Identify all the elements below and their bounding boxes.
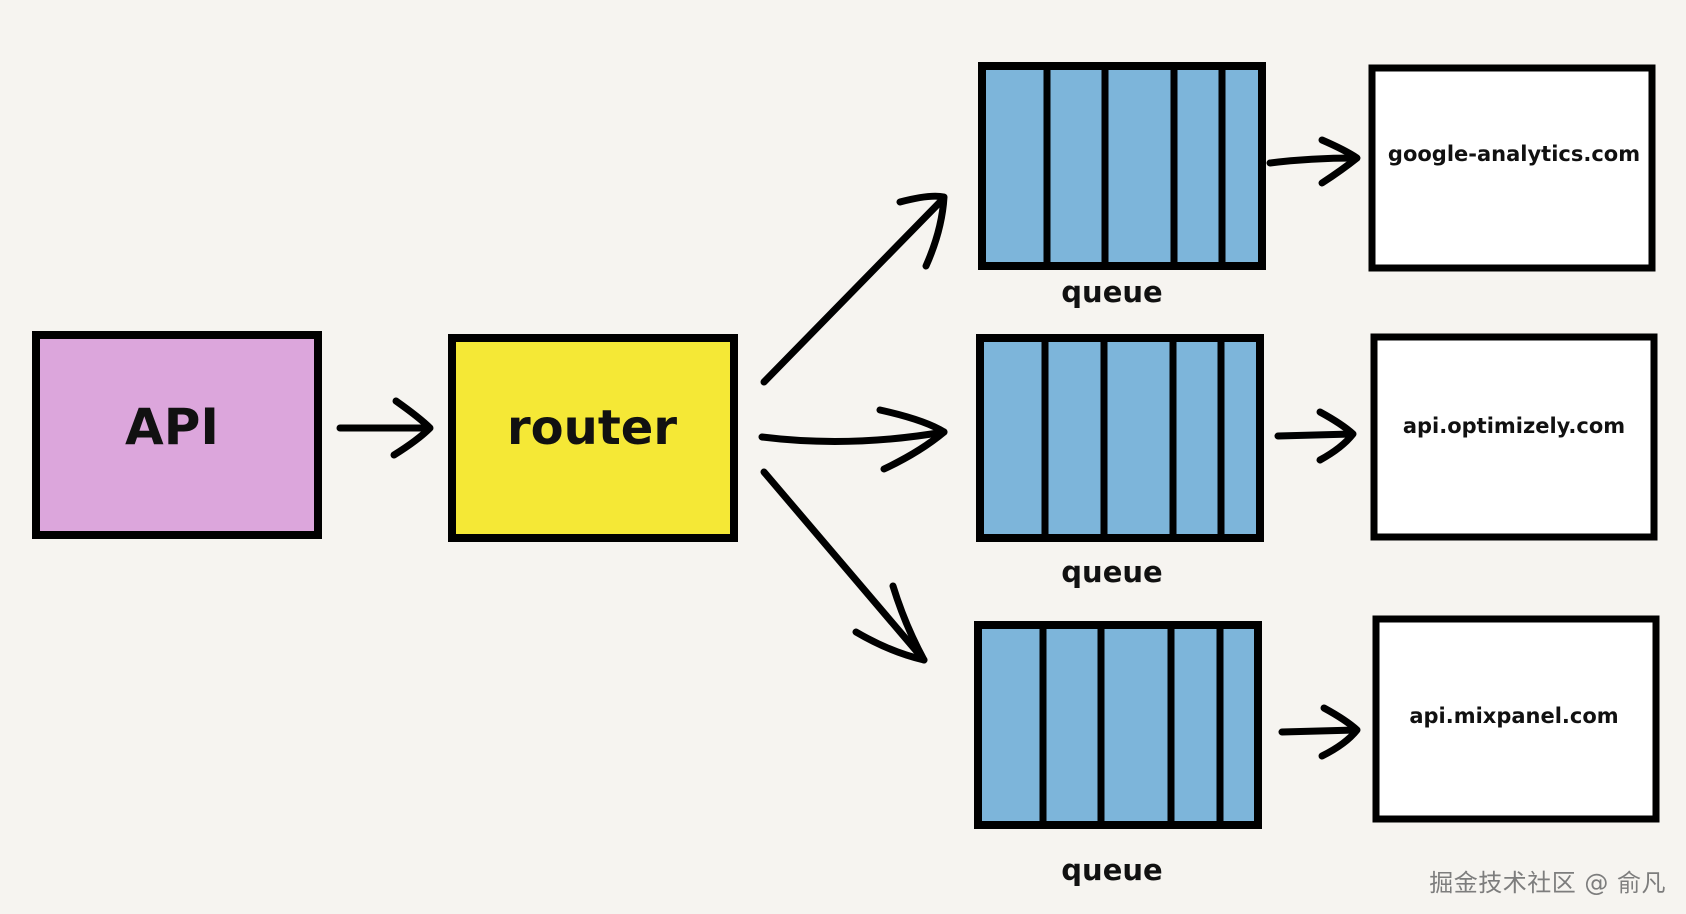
queue-1-label: queue	[1061, 275, 1162, 309]
queue-1-box	[978, 62, 1266, 270]
queue-3-label: queue	[1061, 853, 1162, 887]
router-label: router	[507, 400, 677, 456]
arrow-router-to-queue-1	[760, 192, 948, 386]
service-3-box	[1372, 615, 1660, 823]
api-box	[32, 331, 322, 539]
router-node: router	[448, 334, 738, 542]
service-2-label: api.optimizely.com	[1403, 414, 1625, 438]
arrow-router-to-queue-3	[760, 468, 928, 664]
queue-3-box	[974, 621, 1262, 829]
arrow-queue-1-to-service-1	[1266, 136, 1361, 187]
service-1: google-analytics.com	[1368, 64, 1656, 272]
service-3: api.mixpanel.com	[1372, 615, 1660, 823]
service-2: api.optimizely.com	[1370, 333, 1658, 541]
api-node: API	[32, 331, 322, 539]
router-box	[448, 334, 738, 542]
queue-2-label: queue	[1061, 555, 1162, 589]
service-1-label: google-analytics.com	[1388, 142, 1640, 166]
queue-3: queue	[974, 621, 1262, 887]
queue-2: queue	[976, 334, 1264, 589]
watermark: 掘金技术社区 @ 俞凡	[1429, 869, 1666, 897]
arrow-queue-2-to-service-2	[1274, 408, 1357, 464]
queue-1: queue	[978, 62, 1266, 309]
arrow-router-to-queue-2	[758, 406, 948, 473]
api-label: API	[125, 398, 219, 456]
service-2-box	[1370, 333, 1658, 541]
service-3-label: api.mixpanel.com	[1409, 704, 1618, 728]
arrow-queue-3-to-service-3	[1278, 704, 1361, 760]
queue-2-box	[976, 334, 1264, 542]
arrow-api-to-router	[336, 397, 434, 459]
service-1-box	[1368, 64, 1656, 272]
